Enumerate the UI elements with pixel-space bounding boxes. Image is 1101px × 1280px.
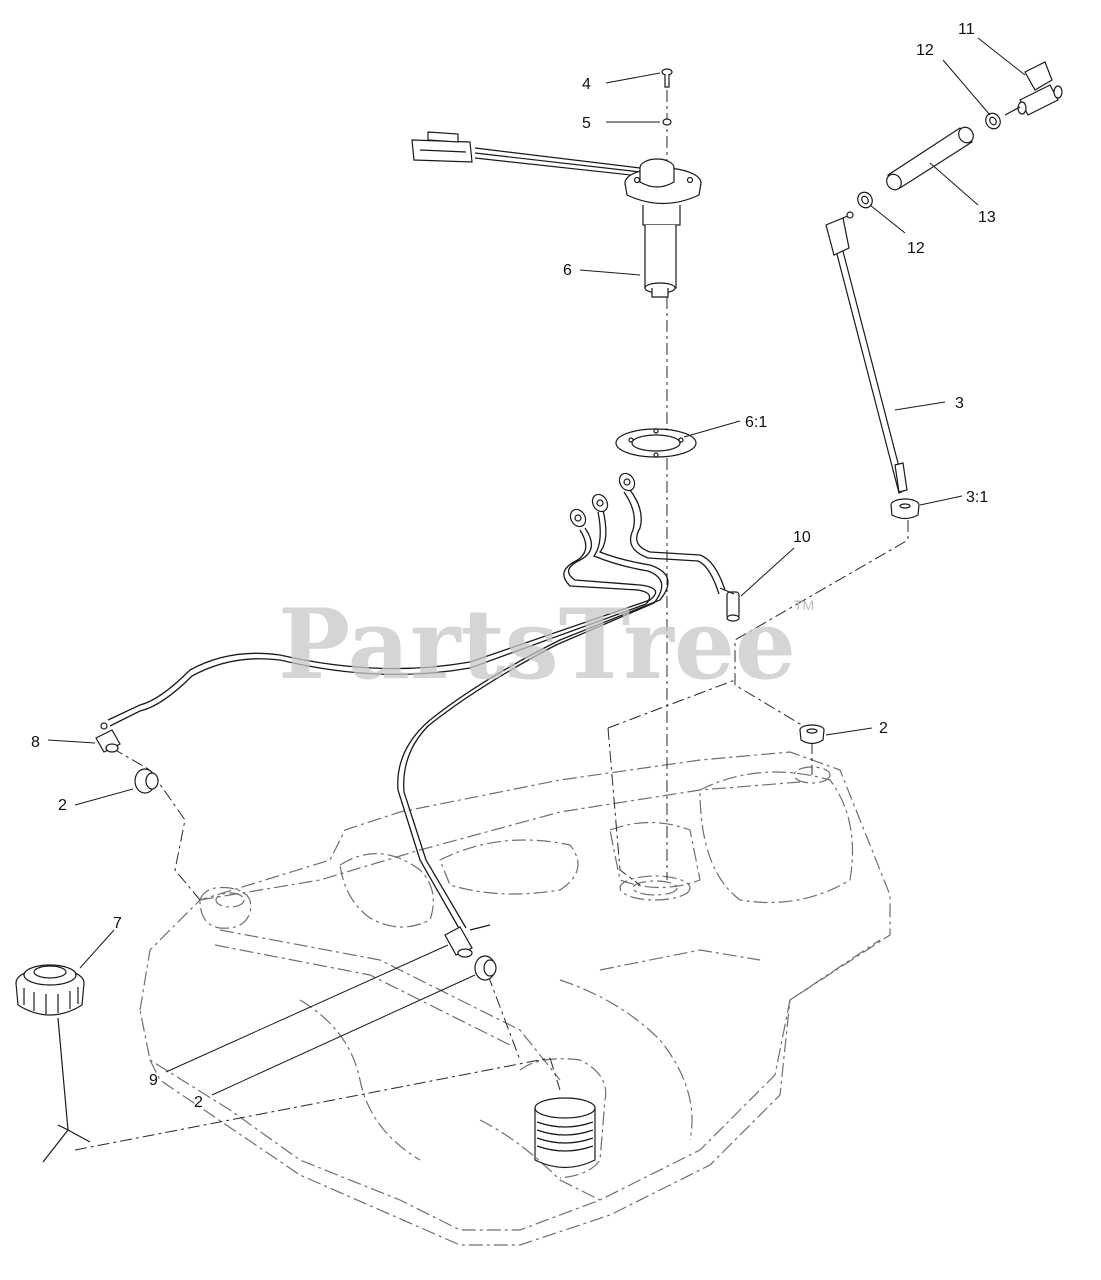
leader-6-1	[683, 420, 741, 438]
elbow-fitting-8	[95, 722, 121, 753]
leader-11	[977, 37, 1026, 76]
leader-2-right	[825, 727, 873, 736]
screw-4	[661, 68, 673, 88]
leader-3	[894, 401, 946, 411]
pickup-tube-3	[825, 211, 908, 494]
callout-6-1: 6:1	[745, 414, 767, 431]
elbow-fitting-10	[719, 587, 740, 622]
tube-fittings	[569, 472, 636, 528]
callout-2-center: 2	[194, 1094, 203, 1111]
leader-3-1	[919, 495, 963, 506]
leader-13	[929, 162, 979, 206]
callout-13: 13	[978, 209, 996, 226]
callout-5: 5	[582, 115, 591, 132]
filler-neck	[534, 1097, 596, 1169]
leader-12-upper	[942, 59, 991, 116]
shutoff-valve-11	[1004, 61, 1063, 116]
fuel-cap-7	[15, 964, 91, 1163]
callout-3: 3	[955, 395, 964, 412]
callout-2-left: 2	[58, 797, 67, 814]
leader-10	[740, 547, 795, 597]
partstree-watermark: PartsTree TM	[278, 588, 814, 701]
grommet-2-left	[134, 768, 159, 794]
callout-11: 11	[958, 21, 975, 38]
callout-10: 10	[793, 529, 811, 546]
callout-3-1: 3:1	[966, 489, 988, 506]
callout-8: 8	[31, 734, 40, 751]
leader-2-left	[74, 788, 134, 806]
callout-12-upper: 12	[916, 42, 934, 59]
leader-9	[165, 944, 449, 1073]
leader-8	[47, 739, 96, 744]
leader-lines	[47, 37, 1026, 1096]
callout-7: 7	[113, 915, 122, 932]
leader-6	[579, 269, 641, 276]
callout-labels: 4 5 6 6:1 11 12 12 13 3 3:1 10 8 2 2 2 7…	[31, 21, 996, 1111]
washer-5	[662, 118, 672, 126]
fuel-lines	[107, 489, 726, 931]
leader-2-center	[211, 974, 476, 1096]
callout-6: 6	[563, 262, 572, 279]
hose-13	[886, 126, 974, 191]
grommet-2-center	[474, 955, 497, 981]
elbow-fitting-9	[444, 924, 491, 958]
grommet-3-1	[890, 498, 920, 520]
leader-4	[605, 72, 661, 84]
fuel-sender-6	[411, 131, 702, 298]
callout-2-right: 2	[879, 720, 888, 737]
callout-4: 4	[582, 76, 591, 93]
callout-9: 9	[149, 1072, 158, 1089]
callout-12-lower: 12	[907, 240, 925, 257]
leader-7	[79, 929, 115, 969]
gasket-6-1	[615, 428, 697, 458]
leader-12-lower	[869, 204, 906, 234]
clamp-12-upper	[985, 112, 1001, 130]
watermark-tm: TM	[794, 597, 814, 613]
clamp-12-lower	[857, 191, 873, 209]
grommet-2-right	[799, 724, 825, 745]
watermark-text: PartsTree	[278, 588, 796, 701]
fuel-tank	[139, 751, 891, 1246]
